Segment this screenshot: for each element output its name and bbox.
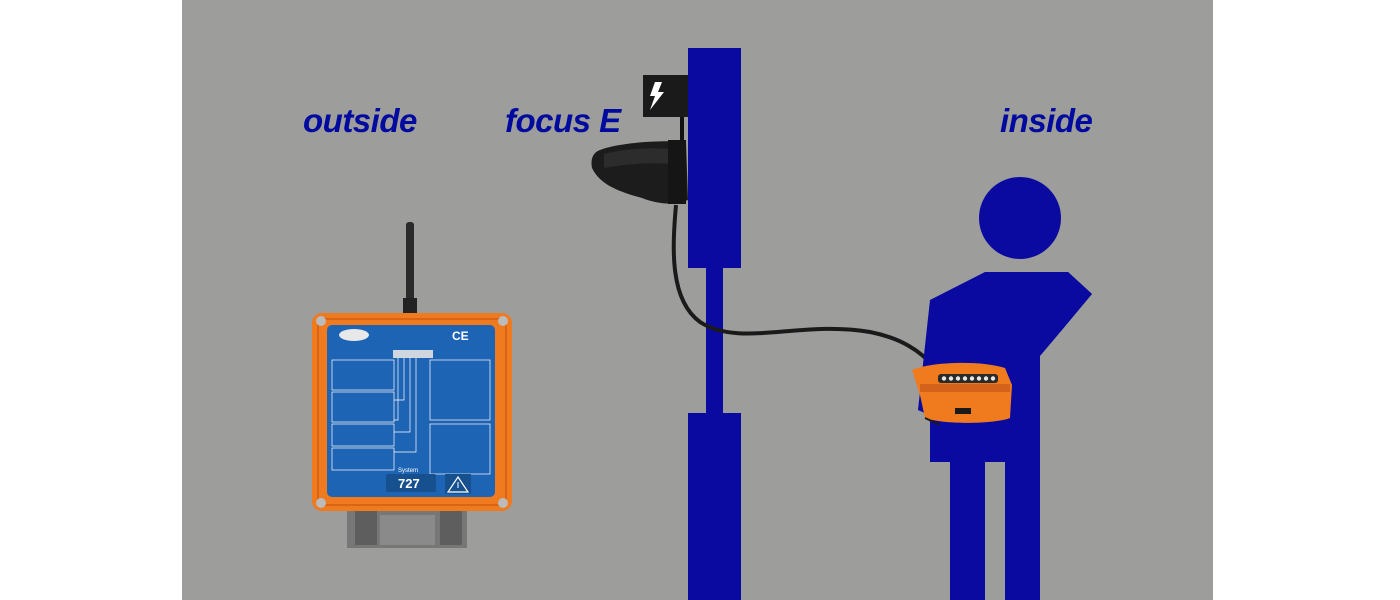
transmitter-button-row xyxy=(938,374,998,383)
receiver-label-panel xyxy=(327,325,495,497)
cable xyxy=(671,204,937,370)
person-head xyxy=(979,177,1061,259)
focus-e-holder xyxy=(591,140,688,204)
wall-upper xyxy=(688,48,741,268)
label-focus-e: focus E xyxy=(505,102,621,139)
receiver-unit: CE System 727 xyxy=(312,222,512,548)
wall-unit xyxy=(643,75,688,140)
receiver-system-label: System xyxy=(398,468,418,474)
label-inside: inside xyxy=(1000,102,1093,139)
wall-post xyxy=(706,268,723,413)
label-outside: outside xyxy=(303,102,417,139)
lightning-icon xyxy=(650,82,664,110)
handheld-transmitter xyxy=(912,362,1012,426)
person-arm-right xyxy=(980,272,1092,400)
receiver-system-number: 727 xyxy=(398,476,420,491)
wall xyxy=(688,48,741,600)
person-body xyxy=(930,272,1092,600)
wall-lower xyxy=(688,413,741,600)
receiver-ce-mark: CE xyxy=(452,329,469,343)
receiver-antenna xyxy=(406,222,414,314)
warning-triangle-icon xyxy=(445,474,471,494)
